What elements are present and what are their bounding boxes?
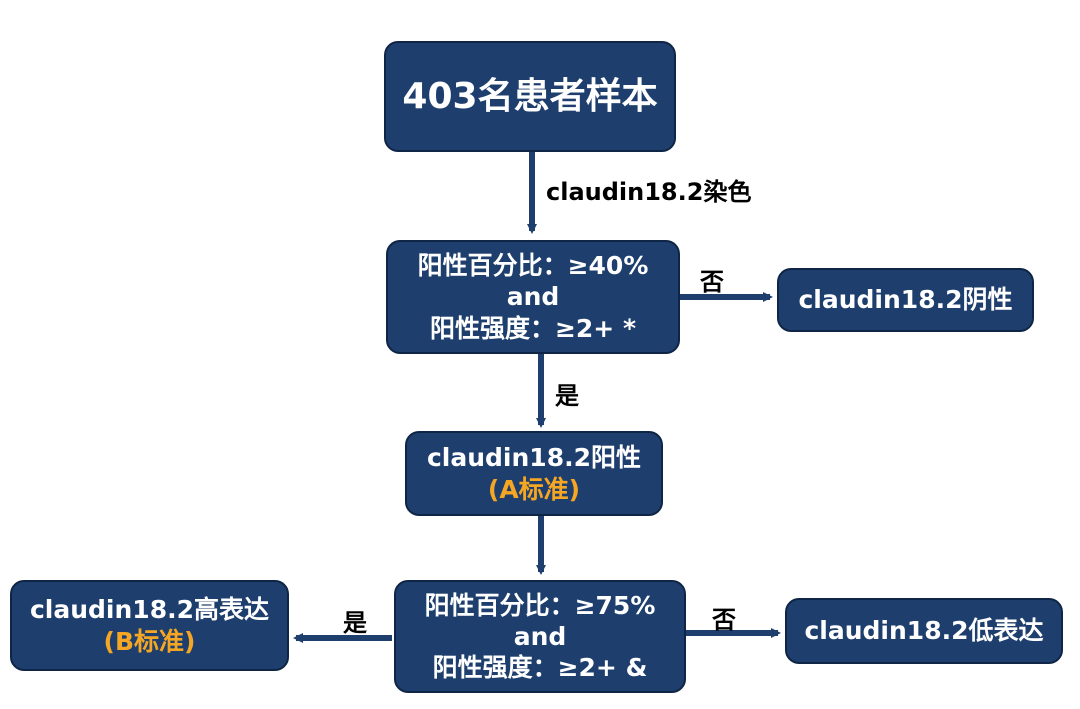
- criterion-2-line1: 阳性百分比：≥75%: [424, 590, 656, 620]
- positive-a-line2: (A标准): [487, 474, 581, 504]
- low-expression-text: claudin18.2低表达: [804, 616, 1044, 646]
- start-node: 403名患者样本: [384, 41, 676, 152]
- start-node-text: 403名患者样本: [402, 76, 658, 117]
- negative-node: claudin18.2阴性: [777, 268, 1034, 332]
- high-expression-line1: claudin18.2高表达: [29, 595, 269, 625]
- high-expression-node: claudin18.2高表达 (B标准): [10, 580, 289, 671]
- criterion-1-line2: and: [506, 282, 560, 312]
- edge-label-stain: claudin18.2染色: [546, 178, 752, 206]
- negative-node-text: claudin18.2阴性: [798, 285, 1013, 315]
- edge-label-yes-2: 是: [343, 609, 367, 637]
- positive-a-line1: claudin18.2阳性: [426, 443, 641, 473]
- high-expression-line2: (B标准): [103, 626, 196, 656]
- edge-label-no-1: 否: [700, 268, 724, 296]
- criterion-1-line3: 阳性强度：≥2+ *: [429, 313, 637, 343]
- low-expression-node: claudin18.2低表达: [785, 598, 1063, 664]
- criterion-2-line2: and: [513, 621, 567, 651]
- criterion-2-line3: 阳性强度：≥2+ &: [432, 653, 648, 683]
- positive-a-node: claudin18.2阳性 (A标准): [405, 431, 663, 516]
- criterion-1-node: 阳性百分比：≥40% and 阳性强度：≥2+ *: [386, 240, 680, 354]
- criterion-2-node: 阳性百分比：≥75% and 阳性强度：≥2+ &: [394, 580, 686, 693]
- edge-label-no-2: 否: [712, 606, 736, 634]
- criterion-1-line1: 阳性百分比：≥40%: [417, 251, 649, 281]
- edge-label-yes-1: 是: [555, 382, 579, 410]
